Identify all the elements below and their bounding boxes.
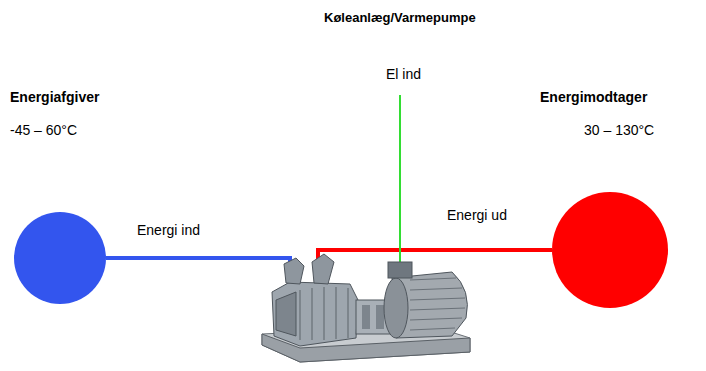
node-circle-fill (14, 212, 106, 304)
node-circle (551, 191, 669, 309)
temperature-range: 30 – 130°C (584, 122, 654, 139)
node-circle (13, 211, 107, 305)
energy-flow-line (106, 258, 290, 266)
energy-node: Energimodtager 30 – 130°C (530, 88, 704, 318)
power-wire (399, 95, 401, 264)
energy-flow-line (318, 250, 552, 268)
temperature-range: -45 – 60°C (10, 122, 77, 139)
energy-node: Energiafgiver -45 – 60°C (6, 88, 122, 308)
flow-label: Energi ud (447, 207, 507, 224)
flow-label: Energi ind (137, 222, 200, 239)
diagram-title: Køleanlæg/Varmepumpe (324, 9, 476, 26)
node-heading: Energiafgiver (10, 89, 99, 106)
power-label: El ind (386, 66, 421, 83)
node-heading: Energimodtager (540, 89, 647, 106)
compressor-unit (262, 254, 470, 362)
node-circle-fill (552, 192, 668, 308)
